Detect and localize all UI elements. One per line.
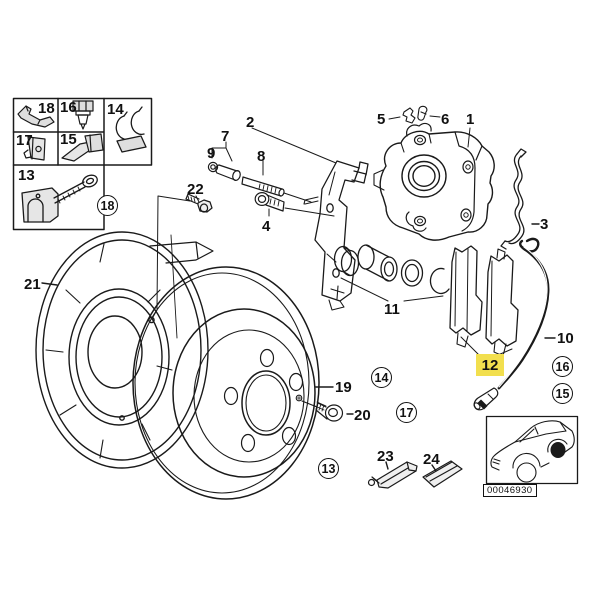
brake-pads-12-sketch [449, 245, 519, 357]
label-part-1[interactable]: 1 [466, 111, 475, 128]
leader-lines-11 [340, 277, 444, 302]
car-inset-sketch [485, 415, 579, 485]
sachet-24-sketch [422, 460, 463, 488]
clip-part-17-sketch [23, 136, 46, 161]
diagram-code: 00046930 [487, 485, 533, 496]
leader-line-23 [385, 461, 389, 470]
clamp-part-13-sketch [21, 174, 98, 223]
clip-part-15-sketch [61, 133, 104, 162]
label-part-10[interactable]: 10 [557, 330, 574, 347]
diagram-code-box: 00046930 [483, 484, 537, 497]
caliper-carrier-2-sketch [303, 160, 369, 311]
clip-part-16-sketch [72, 100, 94, 130]
circled-label-17[interactable]: 17 [396, 402, 417, 423]
label-part-12-highlighted[interactable]: 12 [476, 354, 504, 376]
label-part-16-grid[interactable]: 16 [60, 99, 77, 116]
label-part-5[interactable]: 5 [377, 111, 386, 128]
label-part-4[interactable]: 4 [262, 218, 271, 235]
label-part-22[interactable]: 22 [187, 181, 204, 198]
label-part-2[interactable]: 2 [246, 114, 255, 131]
clip-part-18-sketch [17, 105, 55, 128]
leader-line-24 [431, 464, 437, 472]
label-part-20[interactable]: 20 [354, 407, 371, 424]
label-part-6[interactable]: 6 [441, 111, 450, 128]
clip-part-14-sketch [115, 106, 147, 153]
caliper-housing-1-sketch [373, 122, 495, 241]
label-part-21[interactable]: 21 [24, 276, 41, 293]
circled-label-15[interactable]: 15 [552, 383, 573, 404]
bleeder-5-6-sketch [402, 105, 428, 124]
circled-label-14[interactable]: 14 [371, 367, 392, 388]
label-part-15-grid[interactable]: 15 [60, 131, 77, 148]
wear-sensor-10-sketch [473, 237, 550, 411]
label-part-17-grid[interactable]: 17 [16, 132, 33, 149]
dust-shield-21-sketch [35, 231, 214, 469]
repair-kit-11-sketch [333, 244, 450, 295]
label-part-3[interactable]: 3 [540, 216, 549, 233]
label-part-7[interactable]: 7 [221, 128, 230, 145]
brake-disc-sketch [132, 266, 320, 500]
circled-label-18[interactable]: 18 [97, 195, 118, 216]
circled-label-16[interactable]: 16 [552, 356, 573, 377]
guide-pin-group-sketch [207, 161, 285, 212]
leader-lines-12 [460, 336, 513, 356]
label-part-19[interactable]: 19 [335, 379, 352, 396]
leader-lines-1-5-6 [388, 115, 471, 148]
label-part-13-grid[interactable]: 13 [18, 167, 35, 184]
label-part-8[interactable]: 8 [257, 148, 266, 165]
label-part-23[interactable]: 23 [377, 448, 394, 465]
label-part-9[interactable]: 9 [207, 145, 216, 162]
leader-lines-2-7-8-9-4 [211, 127, 337, 217]
label-part-11[interactable]: 11 [384, 301, 400, 318]
set-screw-20-sketch [301, 400, 344, 422]
label-part-24[interactable]: 24 [423, 451, 440, 468]
circled-label-13[interactable]: 13 [318, 458, 339, 479]
paste-tube-23-sketch [367, 461, 418, 489]
label-part-18-grid[interactable]: 18 [38, 100, 55, 117]
label-part-14-grid[interactable]: 14 [107, 101, 124, 118]
leader-line-21 [41, 282, 58, 286]
leader-line-22 [152, 195, 200, 318]
retaining-clip-3-sketch [500, 148, 527, 250]
bolt-22-sketch [185, 193, 213, 213]
